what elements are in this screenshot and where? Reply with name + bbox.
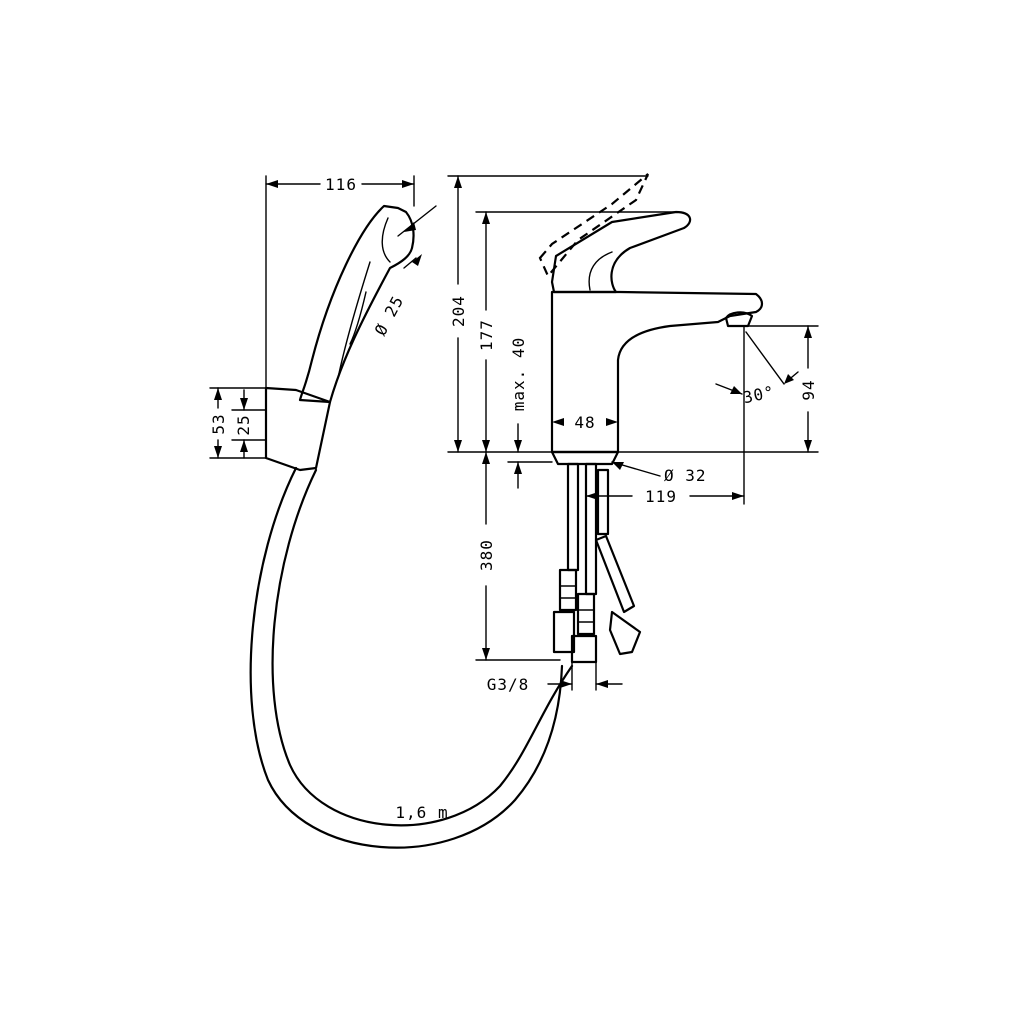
dim-spray-face-diameter: Ø 25 <box>371 292 408 338</box>
dim-max-deck-thickness: max. 40 <box>509 337 528 411</box>
dim-holder-depth: 25 <box>234 414 253 435</box>
faucet <box>538 173 764 466</box>
dim-hole-diameter: Ø 32 <box>664 466 707 485</box>
dim-outlet-height: 94 <box>799 379 818 400</box>
dim-connection-thread: G3/8 <box>487 675 530 694</box>
dim-hose-length-below: 380 <box>477 539 496 571</box>
supply-hoses <box>552 462 642 664</box>
dim-spout-reach: 119 <box>645 487 677 506</box>
dim-shower-hose-length: 1,6 m <box>395 803 448 822</box>
dim-spray-angle: 30° <box>741 382 776 407</box>
shower-hose <box>249 466 574 849</box>
dim-spout-height: 177 <box>477 319 496 351</box>
dim-body-diameter: 48 <box>574 413 595 432</box>
dimension-lines <box>209 175 819 691</box>
hand-shower <box>298 204 415 404</box>
dim-holder-height: 53 <box>209 413 228 434</box>
dim-height-total: 204 <box>449 295 468 327</box>
dim-handshower-width: 116 <box>325 175 357 194</box>
